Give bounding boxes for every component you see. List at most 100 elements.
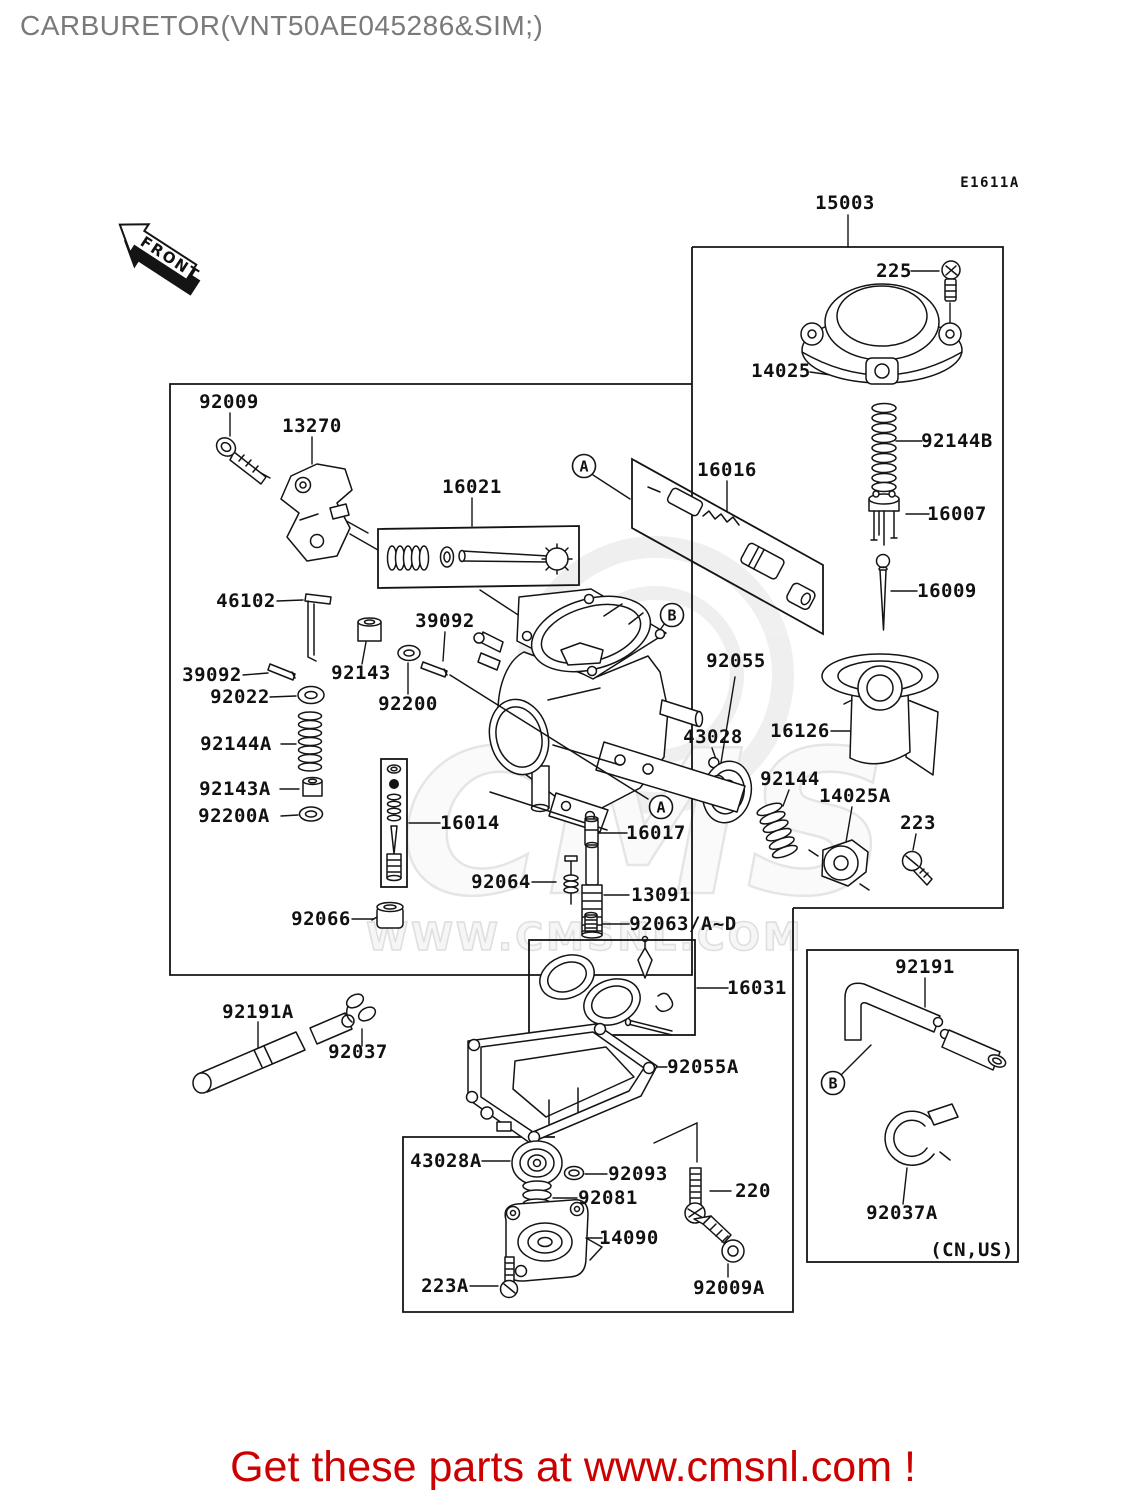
- callout-A: A: [571, 453, 597, 479]
- hose-92191A: [192, 1012, 355, 1094]
- part-label-39092: 39092: [182, 664, 242, 686]
- callout-letter: A: [656, 799, 665, 817]
- part-label-39092: 39092: [415, 610, 475, 632]
- part-label-92063AD: 92063/A~D: [629, 913, 736, 935]
- part-number-labels: 150032251402592144B160071600916126160161…: [182, 192, 1013, 1299]
- part-label-13270: 13270: [282, 415, 342, 437]
- hose-92191: [844, 982, 1007, 1071]
- part-label-92191: 92191: [895, 956, 955, 978]
- part-label-225: 225: [876, 260, 912, 282]
- box-left-assembly: [169, 247, 693, 976]
- callout-circle: [820, 1070, 846, 1096]
- part-label-92143A: 92143A: [199, 778, 271, 800]
- cap-92066: [371, 901, 404, 929]
- callout-B: B: [659, 602, 685, 628]
- screw-220: [684, 1167, 706, 1224]
- front-arrow-shadow: [123, 239, 201, 296]
- box-lower-assembly: [402, 908, 794, 1313]
- spring-92144B: [871, 402, 897, 493]
- screw-225: [941, 260, 961, 302]
- callout-markers: A B A B: [571, 453, 846, 1096]
- part-label-16031: 16031: [727, 977, 787, 999]
- pin-39092-left: [267, 663, 296, 681]
- callout-circle: [659, 602, 685, 628]
- box-16014-screw: [380, 758, 408, 888]
- washer-92200: [397, 644, 421, 662]
- disc-43028A: [511, 1140, 563, 1186]
- part-label-92009A: 92009A: [693, 1277, 765, 1299]
- part-label-223A: 223A: [421, 1275, 469, 1297]
- clamp-92037A: [884, 1103, 959, 1166]
- part-label-92009: 92009: [199, 391, 259, 413]
- part-label-223: 223: [900, 812, 936, 834]
- screw-92009: [215, 437, 267, 485]
- part-label-16016: 16016: [697, 459, 757, 481]
- callout-letter: A: [579, 458, 588, 476]
- part-label-43028A: 43028A: [410, 1150, 482, 1172]
- page-title: CARBURETOR(VNT50AE045286&SIM;): [20, 10, 544, 41]
- part-label-16009: 16009: [917, 580, 977, 602]
- part-label-92066: 92066: [291, 908, 351, 930]
- cover-14025: [800, 283, 963, 385]
- screw-223A: [499, 1256, 519, 1299]
- part-label-92200: 92200: [378, 693, 438, 715]
- jet-16017: [584, 815, 599, 847]
- part-label-16017: 16017: [626, 822, 686, 844]
- footer-banner-link[interactable]: Get these parts at www.cmsnl.com !: [230, 1443, 916, 1491]
- part-label-92037: 92037: [328, 1041, 388, 1063]
- washer-92022: [297, 685, 325, 705]
- needle-16009: [875, 553, 891, 631]
- spring-92144A: [297, 711, 323, 772]
- carburetor-exploded-diagram: CMS WWW.CMSNL.COM FRONT E1611A: [118, 175, 1020, 1313]
- cover-14090: [504, 1199, 603, 1282]
- shaft-kit-16021: [386, 543, 573, 575]
- callout-letter: B: [828, 1075, 837, 1093]
- group-boxes: [169, 246, 1019, 1313]
- part-label-43028: 43028: [683, 726, 743, 748]
- part-label-14025A: 14025A: [819, 785, 891, 807]
- part-label-14025: 14025: [751, 360, 811, 382]
- diagram-code: E1611A: [960, 175, 1020, 191]
- box-16016-starter: [631, 457, 824, 636]
- rod-46102: [304, 593, 332, 662]
- part-label-92143: 92143: [331, 662, 391, 684]
- carburetor-body: [473, 588, 746, 833]
- callout-circle: [571, 453, 597, 479]
- part-label-92144A: 92144A: [200, 733, 272, 755]
- part-drawings: [192, 260, 1007, 1299]
- holder-16007: [868, 490, 900, 546]
- front-arrow-shape: [118, 223, 198, 282]
- part-label-92144: 92144: [760, 768, 820, 790]
- callout-letter: B: [667, 607, 676, 625]
- part-label-92093: 92093: [608, 1163, 668, 1185]
- washer-92200A: [298, 806, 324, 822]
- part-label-92022: 92022: [210, 686, 270, 708]
- part-label-16007: 16007: [927, 503, 987, 525]
- part-label-13091: 13091: [631, 884, 691, 906]
- pin-39092-upper: [420, 661, 448, 678]
- part-label-16021: 16021: [442, 476, 502, 498]
- bushing-92143: [357, 617, 382, 642]
- screw-92064: [563, 855, 579, 905]
- front-arrow: FRONT: [118, 223, 203, 296]
- bushing-92143A: [302, 776, 323, 797]
- part-label-92055: 92055: [706, 650, 766, 672]
- pilot-screw-16014: [386, 764, 402, 882]
- part-label-14090: 14090: [599, 1227, 659, 1249]
- part-label-92191A: 92191A: [222, 1001, 294, 1023]
- part-label-92081: 92081: [578, 1187, 638, 1209]
- spring-92144: [756, 802, 798, 859]
- construction-line-a: [449, 674, 649, 800]
- box-16021-shaft: [377, 525, 580, 589]
- part-label-16014: 16014: [440, 812, 500, 834]
- oring-92093: [563, 1165, 585, 1181]
- callout-circle: [648, 794, 674, 820]
- part-label-92144B: 92144B: [921, 430, 993, 452]
- clip-92037: [345, 993, 377, 1023]
- float-16031: [539, 935, 674, 1036]
- part-label-92064: 92064: [471, 871, 531, 893]
- starter-kit-16016: [647, 486, 816, 611]
- part-label-92055A: 92055A: [667, 1056, 739, 1078]
- part-label-92200A: 92200A: [198, 805, 270, 827]
- part-label-16126: 16126: [770, 720, 830, 742]
